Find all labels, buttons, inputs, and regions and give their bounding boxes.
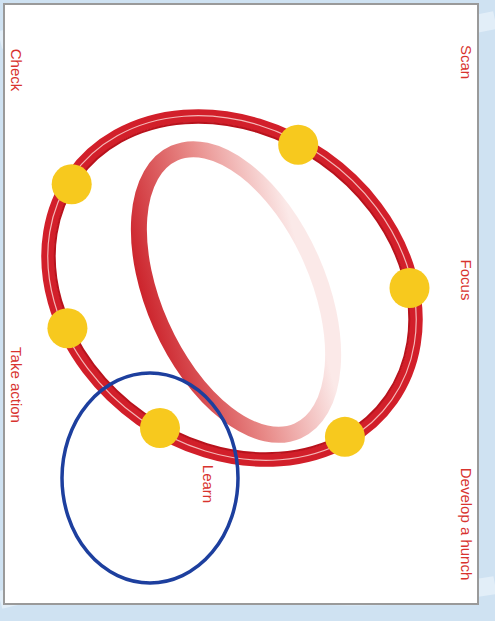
stage-label: Develop a hunch bbox=[457, 468, 475, 581]
highlight-circle bbox=[62, 373, 238, 583]
stage-label: Check bbox=[7, 49, 25, 92]
ring-highlight bbox=[0, 45, 484, 531]
stage-label: Scan bbox=[457, 45, 475, 79]
stage-label: Focus bbox=[457, 260, 475, 301]
stage-dot bbox=[389, 268, 429, 308]
stage-dot bbox=[52, 164, 92, 204]
stage-dot bbox=[278, 125, 318, 165]
stage-dot bbox=[140, 408, 180, 448]
panel bbox=[4, 4, 478, 604]
stage-dot bbox=[47, 308, 87, 348]
outer-ring bbox=[0, 45, 484, 531]
stage-label: Take action bbox=[7, 347, 25, 423]
stage-label: Learn bbox=[199, 465, 217, 503]
stage-dot bbox=[325, 417, 365, 457]
